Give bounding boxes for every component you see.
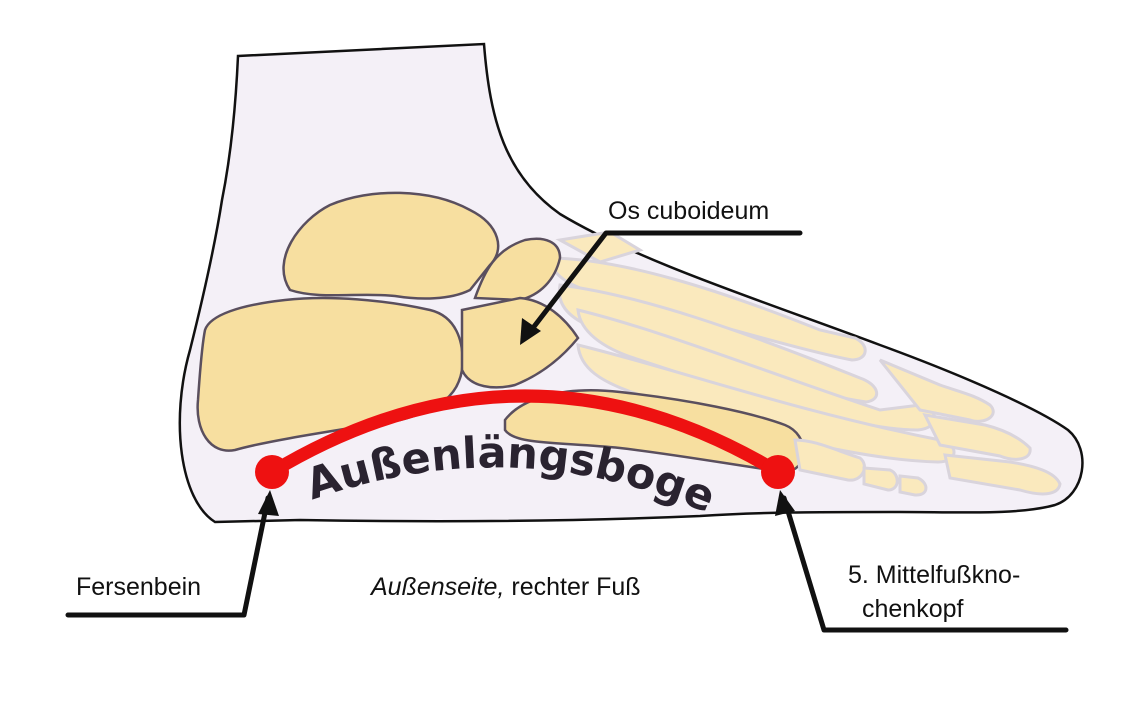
fersenbein-label: Fersenbein — [76, 575, 201, 600]
os-cuboideum-label: Os cuboideum — [608, 199, 769, 224]
caption-italic: Außenseite, — [371, 573, 504, 601]
calcaneus-point — [255, 455, 289, 489]
metatarsal-head-point — [761, 455, 795, 489]
caption-rest: rechter Fuß — [504, 573, 640, 601]
metatarsal-label-line1: 5. Mittelfußkno- — [848, 563, 1020, 588]
caption: Außenseite, rechter Fuß — [371, 575, 641, 600]
metatarsal-label-line2: chenkopf — [862, 597, 963, 622]
